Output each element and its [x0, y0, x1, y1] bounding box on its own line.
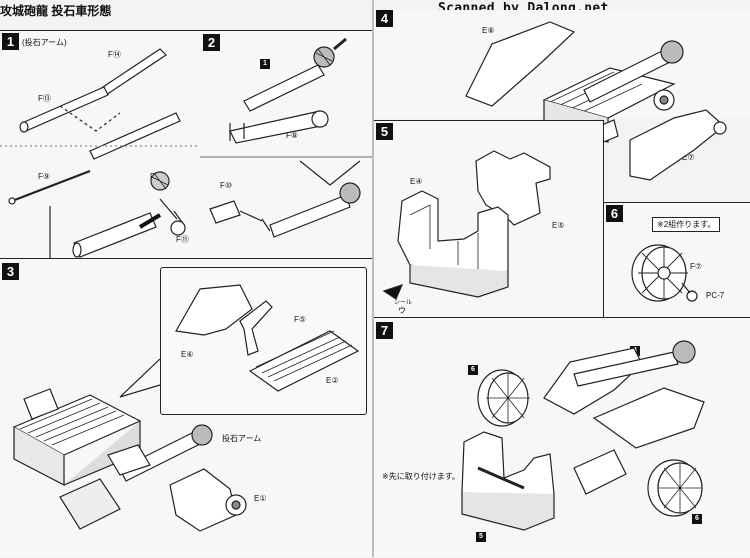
title-text: 攻城砲龍 投石車形態: [0, 4, 112, 18]
step-2-drawing: [200, 37, 372, 238]
step-5-panel: 5 E④ E⑤ シール ウ: [374, 120, 604, 317]
step-2-panel: 2 1 F⑧ F⑩: [200, 30, 372, 258]
part-label: E⑧: [482, 26, 495, 35]
sticker-id: ウ: [398, 306, 406, 315]
part-label: E⑥: [181, 350, 194, 359]
callout-number: 6: [468, 365, 478, 375]
step-6-panel: 6 ※2組作ります。 F⑦ PC-7: [604, 202, 750, 317]
step-7-drawing: [461, 340, 705, 531]
step-number: 3: [2, 263, 19, 280]
step-number: 7: [376, 322, 393, 339]
step-number: 2: [203, 34, 220, 51]
step-4-drawing: [465, 21, 727, 181]
part-label: F⑤: [294, 315, 307, 324]
step-caption: (投石アーム): [22, 38, 67, 47]
part-label: E⑦: [682, 153, 695, 162]
page-fold: [372, 0, 374, 557]
callout-number: 6: [692, 514, 702, 524]
part-label: F⑧: [286, 131, 299, 140]
callout-number: 5: [476, 532, 486, 542]
quantity-note: ※2組作ります。: [652, 217, 721, 232]
step-number: 6: [606, 205, 623, 222]
step-number: 1: [2, 33, 19, 50]
part-label: F⑨: [38, 172, 51, 181]
step-3-panel: 3 F⑤ E⑥ E② E① 投石アーム: [0, 258, 372, 557]
step-3-drawing: [12, 284, 360, 532]
step-number: 4: [376, 10, 393, 27]
step-7-panel: 7 6 4 5 6 ※先に取り付けます。: [374, 317, 750, 557]
part-label: E①: [254, 494, 267, 503]
part-label: F⑩: [220, 181, 233, 190]
part-label: F⑦: [690, 262, 703, 271]
step-1-panel: 1 (投石アーム) F⑭ F⑬ F⑨ F⑮ F⑪: [0, 30, 201, 259]
step-number: 5: [376, 123, 393, 140]
part-label: E④: [410, 177, 423, 186]
part-label: E②: [326, 376, 339, 385]
part-label: E⑤: [552, 221, 565, 230]
part-label: PC-7: [706, 291, 725, 300]
part-label: F⑬: [38, 94, 51, 103]
sticker-label: シール: [394, 300, 413, 306]
step-6-drawing: [631, 244, 698, 302]
part-label: F⑪: [176, 235, 189, 244]
step-4-panel: 4 E⑧ 3 E⑦: [374, 10, 750, 181]
attach-first-note: ※先に取り付けます。: [382, 472, 460, 481]
part-label: F⑭: [108, 50, 121, 59]
callout-number: 1: [260, 59, 270, 69]
arm-label: 投石アーム: [222, 434, 262, 443]
page-title: 攻城砲龍 投石車形態: [0, 2, 111, 18]
step-5-drawing: [382, 150, 551, 300]
step-1-drawing: [0, 48, 200, 259]
